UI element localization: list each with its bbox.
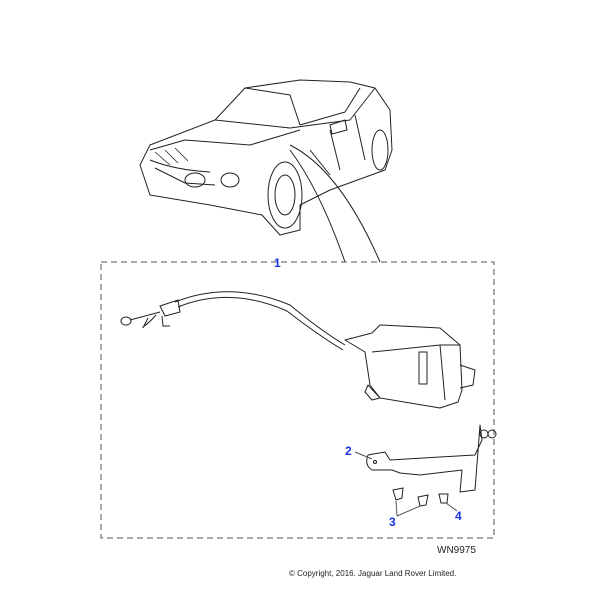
callout-3[interactable]: 3 xyxy=(389,515,396,529)
callout-4[interactable]: 4 xyxy=(455,509,462,523)
callout-leader xyxy=(395,500,421,517)
clips xyxy=(392,487,449,507)
latch-actuator xyxy=(344,324,476,409)
car-illustration xyxy=(139,79,393,236)
kit-boundary xyxy=(100,261,495,539)
callout-2[interactable]: 2 xyxy=(345,444,352,458)
callout-1[interactable]: 1 xyxy=(274,256,281,270)
mounting-bracket xyxy=(366,424,497,493)
callout-leader xyxy=(445,502,458,512)
copyright-text: © Copyright, 2016. Jaguar Land Rover Lim… xyxy=(289,569,457,578)
reference-code: WN9975 xyxy=(437,545,476,556)
leader-line xyxy=(289,149,346,263)
leader-line xyxy=(289,144,381,263)
bonnet-release-cable xyxy=(120,291,346,351)
callout-leader xyxy=(354,451,373,460)
